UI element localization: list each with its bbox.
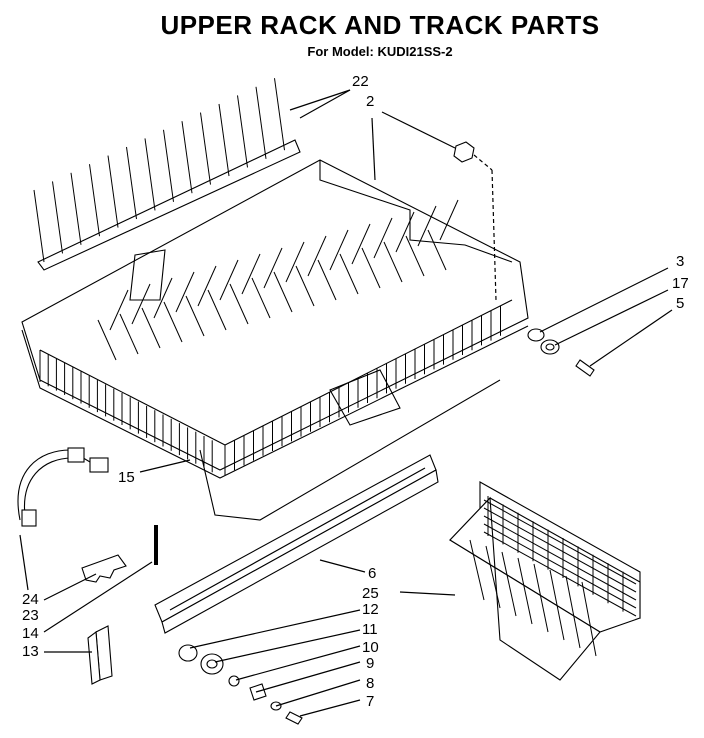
basket-tine — [197, 265, 217, 307]
basket-tine — [241, 253, 261, 295]
rod-part-14 — [154, 525, 158, 565]
basket-grid-wire — [483, 507, 637, 593]
basket-tine — [405, 235, 425, 277]
tine-wire — [33, 189, 45, 263]
basket-tine — [229, 283, 249, 325]
basket-grid-wire — [483, 499, 637, 585]
tine-wire — [126, 146, 137, 220]
basket-tine — [251, 277, 271, 319]
callout-23: 23 — [22, 607, 39, 624]
callout-15: 15 — [118, 469, 135, 486]
basket-tine — [185, 295, 205, 337]
tine-wire — [52, 181, 63, 254]
basket-tine — [273, 271, 293, 313]
tine-wire — [255, 86, 267, 159]
basket-tine — [219, 259, 239, 301]
track-end-block-part-13 — [87, 625, 113, 685]
basket-grid-wire — [483, 531, 637, 617]
basket-tine — [131, 283, 151, 325]
basket-grid-wire — [517, 557, 533, 625]
callout-13: 13 — [22, 643, 39, 660]
callout-2: 2 — [366, 93, 374, 110]
diagram-title: UPPER RACK AND TRACK PARTS — [160, 10, 600, 40]
basket-tine — [109, 289, 129, 331]
basket-tine — [175, 271, 195, 313]
upper-rack-basket — [21, 159, 529, 521]
callout-12: 12 — [362, 601, 379, 618]
callout-17: 17 — [672, 275, 689, 292]
basket-grid-wire — [549, 569, 565, 641]
tine-wire — [274, 78, 285, 151]
basket-tine — [383, 241, 403, 283]
tine-wire — [107, 155, 119, 228]
callout-3: 3 — [676, 253, 684, 270]
basket-tine — [207, 289, 227, 331]
tine-wire — [89, 164, 100, 237]
callout-25: 25 — [362, 585, 379, 602]
leader-lines — [19, 89, 673, 717]
basket-tine — [317, 259, 337, 301]
basket-tine — [417, 205, 437, 247]
basket-tine — [339, 253, 359, 295]
basket-tine — [263, 247, 283, 289]
basket-grid-wire — [469, 539, 485, 601]
callout-14: 14 — [22, 625, 39, 642]
basket-tine — [329, 229, 349, 271]
basket-tine — [361, 247, 381, 289]
tine-wire — [181, 121, 193, 194]
basket-tine — [153, 277, 173, 319]
callout-6: 6 — [368, 565, 376, 582]
callout-24: 24 — [22, 591, 39, 608]
basket-grid-wire — [581, 581, 597, 657]
callout-10: 10 — [362, 639, 379, 656]
basket-grid-wire — [485, 545, 501, 609]
basket-tine — [351, 223, 371, 265]
basket-tine — [307, 235, 327, 277]
tine-wire — [163, 129, 174, 202]
basket-grid-wire — [501, 551, 517, 617]
basket-tine — [141, 307, 161, 349]
basket-grid-wire — [483, 523, 637, 609]
basket-tine — [285, 241, 305, 283]
basket-grid-wire — [533, 563, 549, 633]
basket-tine — [119, 313, 139, 355]
basket-tine — [373, 217, 393, 259]
callout-22: 22 — [352, 73, 369, 90]
tine-wire — [200, 112, 211, 185]
basket-tine — [163, 301, 183, 343]
basket-tine — [395, 211, 415, 253]
tine-wire — [237, 95, 248, 168]
basket-tine — [295, 265, 315, 307]
callout-9: 9 — [366, 655, 374, 672]
basket-tine — [439, 199, 459, 241]
tine-wire — [144, 138, 156, 211]
callout-8: 8 — [366, 675, 374, 692]
basket-grid-wire — [565, 575, 581, 649]
track-rail-part-6 — [154, 454, 439, 634]
model-subtitle: For Model: KUDI21SS-2 — [307, 44, 453, 59]
silverware-basket-part-25 — [449, 481, 641, 681]
basket-tine — [427, 229, 447, 271]
tine-wire — [218, 103, 230, 177]
callout-11: 11 — [362, 621, 378, 638]
callout-5: 5 — [676, 295, 684, 312]
tine-wire — [70, 172, 82, 245]
wire-harness-part-24 — [17, 447, 109, 527]
callout-7: 7 — [366, 693, 374, 710]
tine-row-part-22 — [33, 78, 301, 271]
basket-grid-wire — [483, 515, 637, 601]
rack-adjuster-parts — [453, 141, 595, 377]
basket-tine — [97, 319, 117, 361]
